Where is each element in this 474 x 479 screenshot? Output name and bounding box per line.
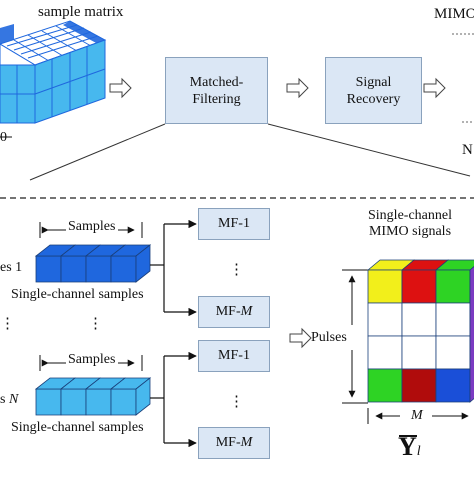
sample-cube-front xyxy=(110,388,137,416)
matrix-edge-digit: 0 xyxy=(0,130,7,145)
sample-cube-front xyxy=(110,255,137,283)
sample-cube-front xyxy=(35,388,62,416)
mimo-cell xyxy=(367,335,403,370)
vertical-dots-left: ⋮ xyxy=(0,316,15,332)
samples-row-n xyxy=(34,377,152,416)
top-flow-arrows xyxy=(109,77,446,99)
branch-connectors xyxy=(150,219,197,448)
signal-recovery-box: Signal Recovery xyxy=(325,57,422,124)
m-axis-label: M xyxy=(411,408,423,423)
mimo-edge-marks xyxy=(452,33,474,123)
matched-filtering-line1: Matched- xyxy=(189,74,244,90)
mf-m-prefix-2: MF- xyxy=(215,435,241,450)
mimo-cell xyxy=(401,368,437,403)
mimo-cell xyxy=(401,302,437,337)
mf-m-box-bottom: MF-M xyxy=(198,427,270,459)
matched-filtering-line2: Filtering xyxy=(192,91,241,107)
sample-cube-side xyxy=(135,244,151,283)
single-channel-samples-label-1: Single-channel samples xyxy=(11,287,144,302)
mimo-signal-matrix xyxy=(366,259,474,403)
single-channel-samples-label-n: Single-channel samples xyxy=(11,420,144,435)
sample-cube-front xyxy=(85,255,112,283)
m-span-arrow xyxy=(367,408,469,424)
pulses-n-label: s N xyxy=(0,392,18,408)
zoom-lines xyxy=(29,123,471,181)
mimo-edge-letter: N xyxy=(462,142,473,158)
matched-filtering-box: Matched- Filtering xyxy=(165,57,268,124)
mimo-top-label: MIMO xyxy=(434,6,474,22)
mf-dots-top: ⋮ xyxy=(229,262,244,278)
samples-span-arrows xyxy=(39,222,143,371)
mimo-cell xyxy=(401,269,437,304)
y-l-symbol: Y l xyxy=(398,432,421,462)
pulses-n-text: s xyxy=(0,392,9,407)
mf-m-prefix: MF- xyxy=(215,304,241,319)
samples-row-1 xyxy=(34,244,152,283)
overline xyxy=(399,435,417,437)
sample-cube-side xyxy=(135,377,151,416)
mimo-title-line2: MIMO signals xyxy=(368,224,452,239)
pulses-n-var: N xyxy=(8,392,19,407)
samples-label-rown: Samples xyxy=(68,352,116,367)
mf-1-box-top: MF-1 xyxy=(198,208,270,240)
mimo-signals-title: Single-channel MIMO signals xyxy=(368,208,452,240)
sample-cube-front xyxy=(60,255,87,283)
mimo-cell xyxy=(367,269,403,304)
to-mimo-arrow xyxy=(289,327,312,349)
mimo-cell xyxy=(401,335,437,370)
mf-1-box-bottom: MF-1 xyxy=(198,340,270,372)
sample-matrix-label: sample matrix xyxy=(38,4,124,20)
mimo-side-face xyxy=(469,266,474,403)
signal-recovery-line1: Signal xyxy=(355,74,392,90)
y-letter: Y xyxy=(398,432,417,461)
mimo-title-line1: Single-channel xyxy=(368,208,452,223)
pulses-1-label: es 1 xyxy=(0,260,23,275)
mf-dots-bottom: ⋮ xyxy=(229,394,244,410)
sample-matrix-3d xyxy=(0,20,107,138)
samples-label-row1: Samples xyxy=(68,219,116,234)
signal-recovery-line2: Recovery xyxy=(346,91,401,107)
pulses-label: Pulses xyxy=(311,330,347,345)
sample-cube-front xyxy=(85,388,112,416)
mimo-cell xyxy=(435,302,471,337)
mimo-cell xyxy=(367,302,403,337)
mimo-cell xyxy=(435,368,471,403)
mimo-cell xyxy=(435,269,471,304)
mimo-cell xyxy=(435,335,471,370)
y-bar-symbol: Y xyxy=(398,432,417,462)
sample-cube-front xyxy=(35,255,62,283)
mf-m-var-2: M xyxy=(240,435,253,450)
sample-cube-front xyxy=(60,388,87,416)
y-subscript: l xyxy=(416,444,421,459)
mf-m-var: M xyxy=(240,304,253,319)
mimo-cell xyxy=(367,368,403,403)
pulses-span-arrow xyxy=(342,269,368,404)
mf-m-box-top: MF-M xyxy=(198,296,270,328)
vertical-dots-mid: ⋮ xyxy=(88,316,103,332)
